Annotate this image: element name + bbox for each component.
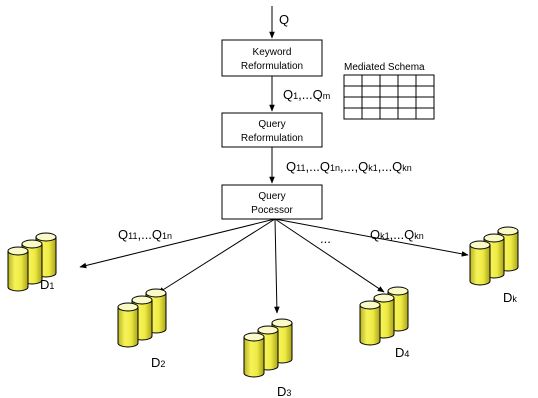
cylinder-lid [387, 286, 409, 296]
label-q-kn: Q11,...Q1n,...,Qk1,...Qkn [286, 159, 412, 174]
schema-cell [343, 107, 363, 120]
cylinder-lid [21, 239, 43, 249]
arrow-to-d2 [157, 218, 276, 294]
arrow-to-d4 [274, 218, 385, 293]
cylinder-lid [117, 302, 139, 312]
cylinder-lid [359, 300, 381, 310]
processor-line2: Pocessor [251, 205, 293, 216]
cylinder-lid [271, 318, 293, 328]
schema-cell [379, 107, 399, 120]
query-reform-line1: Query [258, 119, 285, 130]
database-d1 [7, 232, 57, 292]
mediated-schema-title: Mediated Schema [344, 62, 425, 73]
schema-cell [361, 107, 381, 120]
schema-cell [361, 74, 381, 87]
cylinder-body [243, 336, 265, 378]
label-q-right: Qk1,...Qkn [370, 227, 424, 242]
processor-line1: Query [258, 191, 285, 202]
label-d1: D1 [40, 277, 54, 292]
schema-cell [343, 74, 363, 87]
cylinder-body [469, 244, 491, 286]
schema-cell [343, 85, 363, 98]
database-d3 [243, 318, 293, 378]
cylinder-lid [257, 325, 279, 335]
schema-cell [343, 96, 363, 109]
database-d2 [117, 288, 167, 348]
arrow-to-d3 [274, 218, 280, 314]
label-d2: D2 [151, 355, 165, 370]
schema-cell [379, 85, 399, 98]
cylinder-body [359, 304, 381, 346]
query-reform-line2: Reformulation [241, 133, 303, 144]
label-d4: D4 [395, 345, 409, 360]
cylinder-lid [7, 246, 29, 256]
cylinder-lid [35, 232, 57, 242]
schema-cell [397, 74, 417, 87]
database-dk [469, 226, 519, 286]
schema-cell [397, 96, 417, 109]
schema-cell [415, 107, 435, 120]
database-d4 [359, 286, 409, 346]
schema-cell [415, 96, 435, 109]
input-query-label: Q [279, 12, 289, 27]
label-dk: Dk [503, 290, 517, 305]
schema-cell [361, 85, 381, 98]
mediated-schema-grid [343, 74, 435, 120]
label-q-left: Q11,...Q1n [118, 227, 172, 242]
cylinder-body [117, 306, 139, 348]
fanout-arrows [79, 218, 469, 314]
ellipsis-label: ... [320, 231, 331, 246]
query-reformulation-box: Query Reformulation [221, 112, 323, 148]
query-processor-box: Query Pocessor [221, 184, 323, 220]
mediated-schema: Mediated Schema [343, 62, 435, 120]
schema-cell [361, 96, 381, 109]
schema-cell [415, 74, 435, 87]
keyword-reformulation-box: Keyword Reformulation [221, 39, 323, 77]
label-d3: D3 [277, 384, 291, 398]
schema-cell [379, 96, 399, 109]
schema-cell [397, 107, 417, 120]
cylinder-lid [131, 295, 153, 305]
keyword-box-line2: Reformulation [241, 61, 303, 72]
schema-cell [379, 74, 399, 87]
label-q-m: Q1,...Qm [283, 87, 330, 102]
schema-cell [415, 85, 435, 98]
cylinder-lid [497, 226, 519, 236]
arrow-to-dk [274, 218, 469, 257]
arrow-to-d1 [79, 218, 276, 269]
cylinder-lid [373, 293, 395, 303]
cylinder-lid [243, 332, 265, 342]
cylinder-lid [145, 288, 167, 298]
schema-cell [397, 85, 417, 98]
cylinder-lid [469, 240, 491, 250]
cylinder-body [7, 250, 29, 292]
cylinder-lid [483, 233, 505, 243]
keyword-box-line1: Keyword [253, 47, 292, 58]
